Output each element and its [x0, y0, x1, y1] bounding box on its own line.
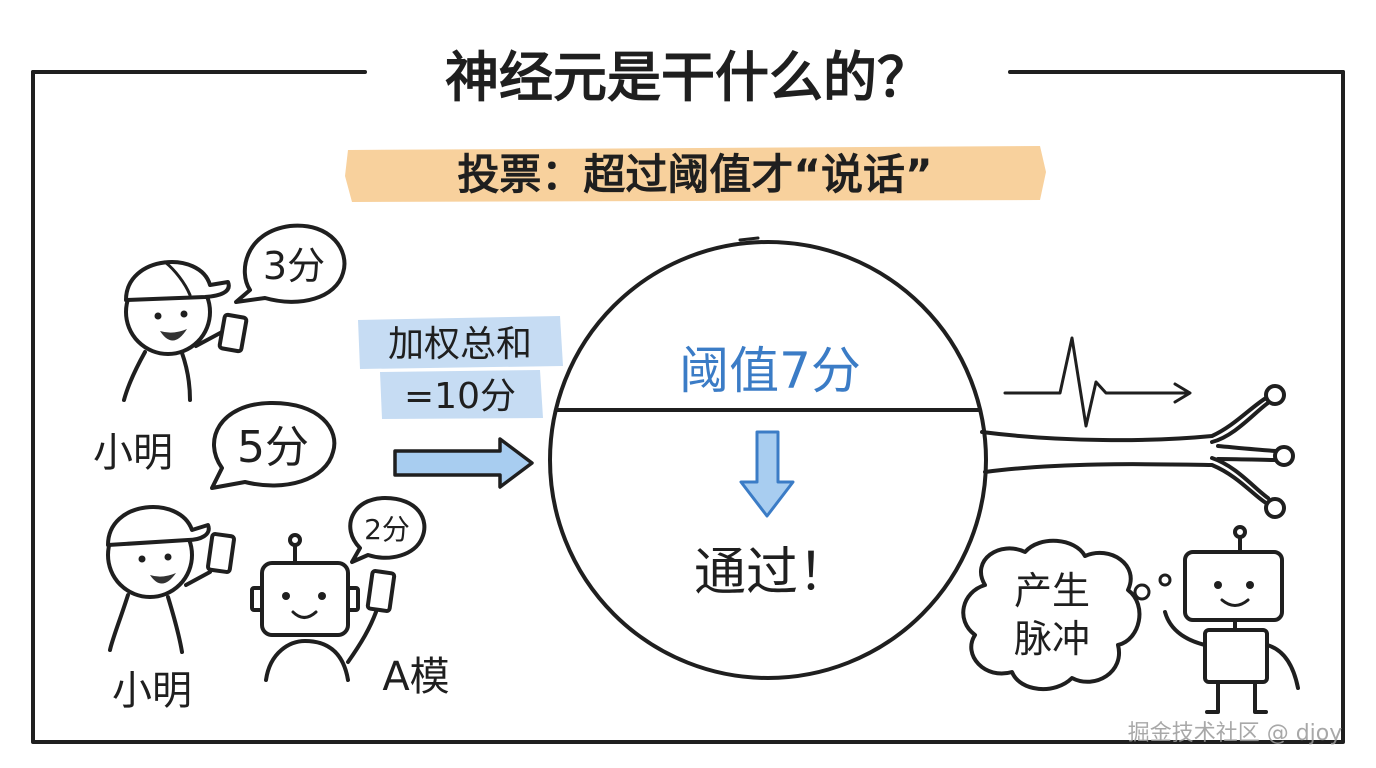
- vote-text: 5分: [237, 422, 309, 473]
- body-right: [166, 595, 184, 654]
- eye-right: [318, 592, 326, 600]
- axon-branch-upper: [1210, 401, 1270, 444]
- body: [1203, 628, 1269, 684]
- cap: [124, 260, 231, 302]
- vote-bubble-3: 2分: [348, 496, 427, 564]
- output-robot: [1163, 525, 1300, 714]
- eye-left: [1214, 581, 1222, 589]
- axon-bottom: [983, 462, 1268, 505]
- voter-robot: [250, 533, 397, 682]
- eye-left: [282, 592, 290, 600]
- smile: [291, 610, 318, 619]
- vote-text: 2分: [364, 513, 410, 546]
- cloud-dot-1: [1133, 583, 1151, 601]
- body-right: [180, 351, 192, 402]
- axon: [980, 384, 1295, 519]
- arm: [346, 610, 378, 664]
- subtitle-group: 投票：超过阈值才“说话”: [345, 146, 1046, 202]
- axon-top: [980, 396, 1268, 443]
- arm: [184, 570, 212, 587]
- output-cloud: 产生 脉冲: [961, 538, 1172, 692]
- voter-person-2: [106, 505, 237, 654]
- eye-right: [1246, 581, 1254, 589]
- cap-seam: [163, 260, 192, 297]
- speech-bubble: [210, 400, 337, 490]
- speech-bubble: [348, 496, 427, 564]
- frame: [31, 70, 1345, 744]
- voter-person-1: [122, 260, 249, 402]
- arm-left: [1163, 610, 1207, 647]
- subtitle-highlight: [345, 146, 1046, 202]
- eye-right: [180, 310, 188, 318]
- head: [260, 561, 350, 637]
- axon-terminal-2: [1273, 445, 1295, 467]
- subtitle: 投票：超过阈值才“说话”: [457, 150, 932, 199]
- cap: [106, 505, 211, 547]
- vote-bubble-2: 5分: [210, 400, 337, 490]
- sum-highlight-line2: [380, 370, 543, 419]
- page-title: 神经元是干什么的？: [445, 46, 931, 109]
- phone-icon: [217, 312, 249, 354]
- axon-terminal-3: [1264, 497, 1286, 519]
- eye-right: [164, 553, 172, 561]
- eye-left: [138, 555, 146, 563]
- arm-right: [1265, 643, 1300, 690]
- leg-right: [1253, 680, 1268, 714]
- down-arrow-icon: [739, 430, 795, 518]
- arm: [194, 330, 224, 348]
- voter-name-3: A模: [382, 654, 449, 700]
- voter-name-2: 小明: [112, 668, 192, 714]
- axon-branch-mid-bottom: [1216, 457, 1278, 462]
- phone-icon: [365, 569, 397, 613]
- input-arrow-icon: [393, 437, 534, 489]
- spike-pulse: [1003, 336, 1192, 428]
- threshold-text: 阈值7分: [679, 342, 861, 400]
- speech-bubble: [234, 223, 347, 304]
- voter-name-1: 小明: [93, 430, 173, 476]
- sum-line2: =10分: [404, 376, 516, 417]
- axon-branch-lower: [1210, 456, 1270, 500]
- smile: [1220, 598, 1250, 607]
- body: [264, 639, 350, 682]
- pulse-line: [1003, 336, 1190, 428]
- vote-bubble-1: 3分: [234, 223, 347, 304]
- cloud-shape: [961, 538, 1142, 692]
- frame-body: [31, 70, 1345, 744]
- vote-text: 3分: [263, 244, 325, 288]
- neuron-sketch-mark: [738, 236, 760, 242]
- pulse-arrowhead-icon: [1173, 382, 1192, 404]
- eye-left: [154, 312, 162, 320]
- leg-left: [1205, 680, 1220, 714]
- watermark: 掘金技术社区 @ djoy: [1128, 721, 1343, 746]
- mouth: [150, 573, 176, 584]
- head: [1183, 550, 1284, 622]
- axon-terminal-1: [1264, 384, 1286, 406]
- sum-highlight-line1: [358, 316, 563, 369]
- axon-branch-mid-top: [1216, 444, 1278, 453]
- neuron-body: 阈值7分 通过！: [548, 236, 988, 680]
- body-left: [108, 593, 130, 652]
- result-text: 通过！: [694, 543, 850, 603]
- cloud-line2: 脉冲: [1014, 617, 1090, 661]
- body-left: [122, 350, 147, 402]
- sum-line1: 加权总和: [388, 324, 532, 365]
- cloud-dot-2: [1158, 573, 1172, 587]
- cloud-line1: 产生: [1014, 569, 1090, 613]
- phone-icon: [205, 532, 237, 574]
- weighted-sum-label: 加权总和 =10分: [358, 316, 563, 419]
- mouth: [160, 329, 187, 341]
